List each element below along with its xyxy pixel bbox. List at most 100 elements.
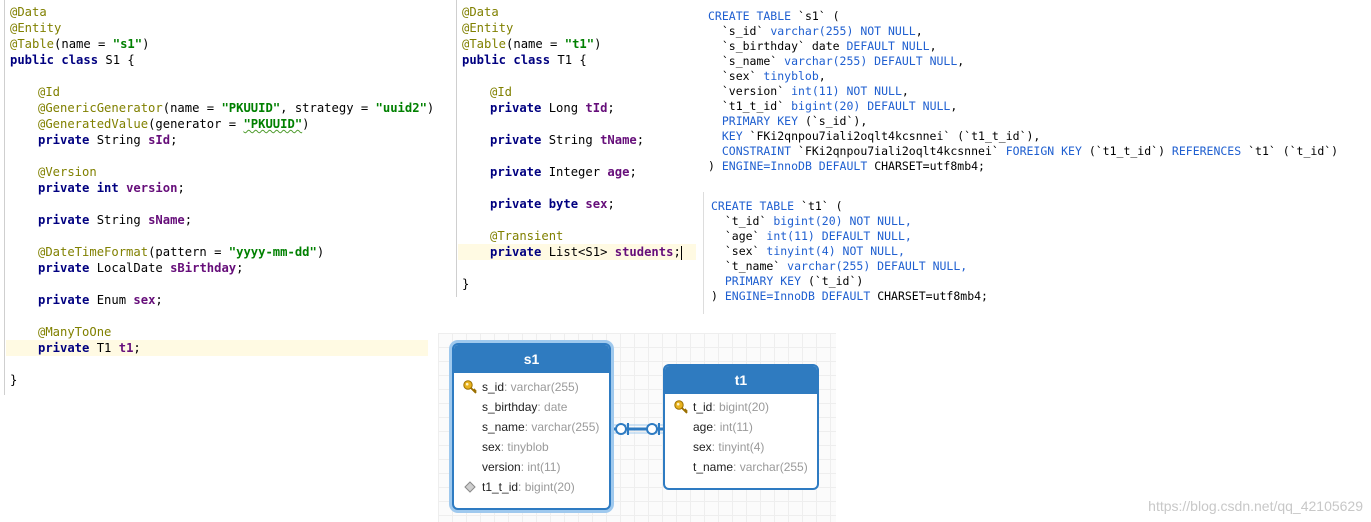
code-text: ) bbox=[594, 37, 602, 51]
sql-line: `age` int(11) DEFAULT NULL, bbox=[711, 229, 912, 244]
sql-text: `s1` ( bbox=[791, 9, 840, 23]
primary-key-icon bbox=[674, 400, 688, 414]
code-line: } bbox=[10, 372, 428, 388]
code-text: , strategy = bbox=[280, 101, 376, 115]
field-name: students bbox=[614, 245, 674, 259]
column-name: sex bbox=[482, 440, 501, 454]
field-name: sex bbox=[133, 293, 156, 307]
code-text: ; bbox=[155, 293, 163, 307]
column-name: s_id bbox=[482, 380, 505, 394]
sql-text: `s_name` bbox=[708, 54, 785, 68]
keyword: byte bbox=[548, 197, 579, 211]
keyword: private bbox=[490, 245, 542, 259]
sql-text: CHARSET=utf8mb4; bbox=[867, 159, 985, 173]
sql-text: (`t_id`) bbox=[801, 274, 864, 288]
annotation-transient: @Transient bbox=[490, 229, 564, 243]
code-line: public class T1 { bbox=[462, 52, 696, 68]
erd-column[interactable]: sex: tinyblob bbox=[454, 437, 609, 457]
code-text: (pattern = bbox=[148, 245, 229, 259]
erd-column[interactable]: age: int(11) bbox=[665, 417, 817, 437]
s1-editor[interactable]: @Data @Entity @Table(name = "s1") public… bbox=[0, 0, 434, 395]
type-name: String bbox=[89, 213, 149, 227]
sql-keyword: CONSTRAINT bbox=[708, 144, 792, 158]
erd-table-s1[interactable]: s1 s_id: varchar(255) s_birthday: date s… bbox=[452, 343, 611, 510]
string-literal: "PKUUID" bbox=[221, 101, 281, 115]
relationship-connector[interactable] bbox=[438, 333, 836, 522]
code-line: @Data bbox=[462, 4, 696, 20]
column-name: s_name bbox=[482, 420, 525, 434]
sql-text: (`t1_t_id`) bbox=[1081, 144, 1172, 158]
sql-text: `sex` bbox=[711, 244, 767, 258]
column-type: : varchar(255) bbox=[524, 420, 600, 434]
column-name: t_id bbox=[693, 400, 713, 414]
keyword: private bbox=[38, 293, 90, 307]
erd-table-title: t1 bbox=[665, 366, 817, 394]
sql-keyword: CREATE TABLE bbox=[711, 199, 795, 213]
code-line: @Entity bbox=[10, 20, 428, 36]
sql-line: `version` int(11) NOT NULL, bbox=[708, 84, 909, 98]
sql-keyword: int(11) DEFAULT NULL, bbox=[766, 229, 912, 243]
keyword: private bbox=[490, 133, 542, 147]
sql-text: ) bbox=[711, 289, 725, 303]
annotation-generic-generator: @GenericGenerator bbox=[38, 101, 163, 115]
field-name: sName bbox=[148, 213, 185, 227]
code-line: @Id bbox=[490, 84, 696, 100]
erd-column[interactable]: t_name: varchar(255) bbox=[665, 457, 817, 477]
type-name: T1 bbox=[89, 341, 119, 355]
sql-text: `sex` bbox=[708, 69, 764, 83]
keyword: private bbox=[490, 165, 542, 179]
sql-keyword: DEFAULT NULL bbox=[846, 39, 930, 53]
sql-line: `s_id` varchar(255) NOT NULL, bbox=[708, 24, 923, 38]
erd-column[interactable]: sex: tinyint(4) bbox=[665, 437, 817, 457]
sql-keyword: REFERENCES bbox=[1171, 144, 1242, 158]
erd-column[interactable]: s_name: varchar(255) bbox=[454, 417, 609, 437]
keyword: public bbox=[462, 53, 507, 67]
sql-keyword: FOREIGN KEY bbox=[1005, 144, 1082, 158]
t1-editor[interactable]: @Data @Entity @Table(name = "t1") public… bbox=[452, 0, 696, 297]
erd-column[interactable]: s_id: varchar(255) bbox=[454, 377, 609, 397]
erd-column[interactable]: t1_t_id: bigint(20) bbox=[454, 477, 609, 497]
panel-divider bbox=[703, 192, 704, 314]
column-type: : bigint(20) bbox=[712, 400, 770, 414]
column-type: : bigint(20) bbox=[518, 480, 575, 494]
code-line: public class S1 { bbox=[10, 52, 428, 68]
code-text: ) bbox=[426, 101, 435, 115]
type-name: Enum bbox=[89, 293, 134, 307]
code-text: ; bbox=[236, 261, 244, 275]
annotation-id: @Id bbox=[38, 85, 61, 99]
column-name: sex bbox=[693, 440, 712, 454]
code-text: ; bbox=[636, 133, 645, 147]
sql-keyword: bigint(20) NOT NULL, bbox=[773, 214, 912, 228]
code-text: ; bbox=[184, 213, 193, 227]
keyword: private bbox=[490, 101, 542, 115]
string-literal: "uuid2" bbox=[375, 101, 427, 115]
sql-keyword: varchar(255) NOT NULL bbox=[770, 24, 916, 38]
erd-column[interactable]: s_birthday: date bbox=[454, 397, 609, 417]
sql-keyword: tinyint(4) NOT NULL, bbox=[766, 244, 905, 258]
field-name: sId bbox=[148, 133, 171, 147]
code-text: (name = bbox=[54, 37, 113, 51]
code-text: ; bbox=[177, 181, 185, 195]
sql-text: `age` bbox=[711, 229, 767, 243]
sql-keyword: CREATE TABLE bbox=[708, 9, 792, 23]
erd-table-t1[interactable]: t1 t_id: bigint(20) age: int(11) sex: ti… bbox=[663, 364, 819, 490]
code-text: (name = bbox=[162, 101, 222, 115]
annotation-entity: @Entity bbox=[10, 21, 62, 35]
erd-column[interactable]: t_id: bigint(20) bbox=[665, 397, 817, 417]
sql-line: PRIMARY KEY (`s_id`), bbox=[708, 114, 867, 129]
er-diagram-canvas[interactable]: s1 s_id: varchar(255) s_birthday: date s… bbox=[438, 333, 836, 522]
column-type: : int(11) bbox=[520, 460, 561, 474]
annotation-version: @Version bbox=[38, 165, 97, 179]
keyword: private bbox=[38, 213, 90, 227]
sql-keyword: KEY bbox=[708, 129, 743, 143]
code-text: ; bbox=[629, 165, 637, 179]
sql-keyword: int(11) NOT NULL bbox=[791, 84, 902, 98]
code-text: } bbox=[462, 277, 470, 291]
erd-column[interactable]: version: int(11) bbox=[454, 457, 609, 477]
field-name: sex bbox=[585, 197, 608, 211]
code-line: @GeneratedValue(generator = "PKUUID") bbox=[38, 116, 428, 132]
code-text: ; bbox=[607, 101, 615, 115]
sql-line: `sex` tinyint(4) NOT NULL, bbox=[711, 244, 905, 259]
sql-line: PRIMARY KEY (`t_id`) bbox=[711, 274, 863, 289]
keyword: private bbox=[38, 341, 90, 355]
